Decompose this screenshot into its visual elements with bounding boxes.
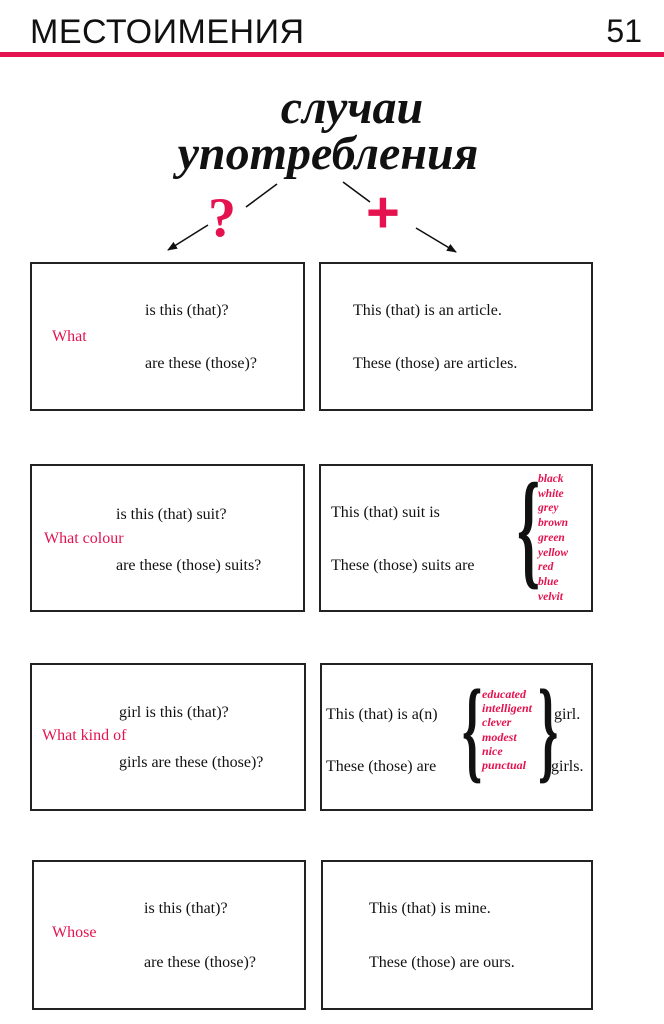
header-rule — [0, 52, 664, 57]
question-line-1: is this (that) suit? — [116, 506, 227, 523]
title-right-arrow-lower — [415, 227, 457, 253]
colour-options-list: black white grey brown green yellow red … — [538, 472, 568, 604]
plus-symbol: + — [366, 180, 400, 245]
answer-line-2: These (those) are articles. — [353, 355, 518, 372]
option-item: punctual — [482, 758, 527, 773]
answer-line-1: This (that) is a(n) — [326, 706, 438, 723]
question-line-2: are these (those) suits? — [116, 557, 262, 574]
option-item: grey — [538, 502, 559, 515]
answer-box-whose: This (that) is mine. These (those) are o… — [321, 860, 593, 1010]
option-item: blue — [538, 575, 559, 588]
answer-line-2: These (those) suits are — [331, 557, 475, 574]
option-item: velvit — [538, 590, 563, 603]
page-header: МЕСТОИМЕНИЯ 51 — [0, 0, 664, 62]
question-lead: What kind of — [42, 727, 127, 744]
question-mark-symbol: ? — [208, 187, 236, 249]
question-box-what: What is this (that)? are these (those)? — [30, 262, 305, 411]
question-line-2: are these (those)? — [144, 954, 256, 971]
question-box-what-kind-of: What kind of girl is this (that)? girls … — [30, 663, 306, 811]
title-left-arrow-lower — [167, 224, 209, 251]
question-lead: Whose — [52, 924, 97, 941]
chapter-title: МЕСТОИМЕНИЯ — [30, 13, 305, 51]
title-line-1: случаи — [280, 81, 424, 134]
option-item: green — [538, 531, 565, 544]
question-box-whose: Whose is this (that)? are these (those)? — [32, 860, 306, 1010]
left-brace: { — [517, 457, 541, 601]
option-item: intelligent — [482, 701, 533, 716]
option-item: nice — [482, 743, 503, 758]
left-brace: { — [462, 666, 483, 793]
answer-end-2: girls. — [551, 758, 584, 775]
answer-box-article: This (that) is an article. These (those)… — [319, 262, 593, 411]
title-left-arrow-upper — [245, 183, 278, 208]
answer-line-1: This (that) is an article. — [353, 302, 502, 319]
option-item: educated — [482, 687, 526, 701]
answer-end-1: girl. — [554, 706, 581, 723]
answer-line-1: This (that) is mine. — [369, 900, 491, 917]
answer-line-1: This (that) suit is — [331, 504, 440, 521]
option-item: red — [538, 561, 554, 574]
question-box-what-colour: What colour is this (that) suit? are the… — [30, 464, 305, 612]
title-right-arrow-upper — [342, 181, 371, 203]
option-item: white — [538, 487, 564, 500]
page-number: 51 — [606, 13, 642, 49]
option-item: modest — [482, 729, 517, 744]
question-line-2: are these (those)? — [145, 355, 257, 372]
question-line-1: is this (that)? — [145, 302, 229, 319]
option-item: black — [538, 473, 564, 485]
answer-box-colour: This (that) suit is These (those) suits … — [319, 464, 593, 612]
option-item: yellow — [538, 546, 569, 559]
question-line-1: is this (that)? — [144, 900, 228, 917]
question-lead: What colour — [44, 530, 124, 547]
title-line-2: употребления — [177, 127, 479, 180]
question-line-1: girl is this (that)? — [119, 704, 229, 721]
answer-line-2: These (those) are — [326, 758, 437, 775]
answer-box-kind: This (that) is a(n) These (those) are { … — [320, 663, 593, 811]
option-item: brown — [538, 517, 569, 530]
question-line-2: girls are these (those)? — [119, 754, 264, 771]
option-item: clever — [482, 715, 512, 730]
answer-line-2: These (those) are ours. — [369, 954, 515, 971]
right-brace: } — [538, 666, 559, 793]
quality-options-list: educated intelligent clever modest nice … — [482, 687, 532, 772]
question-lead: What — [52, 328, 87, 345]
